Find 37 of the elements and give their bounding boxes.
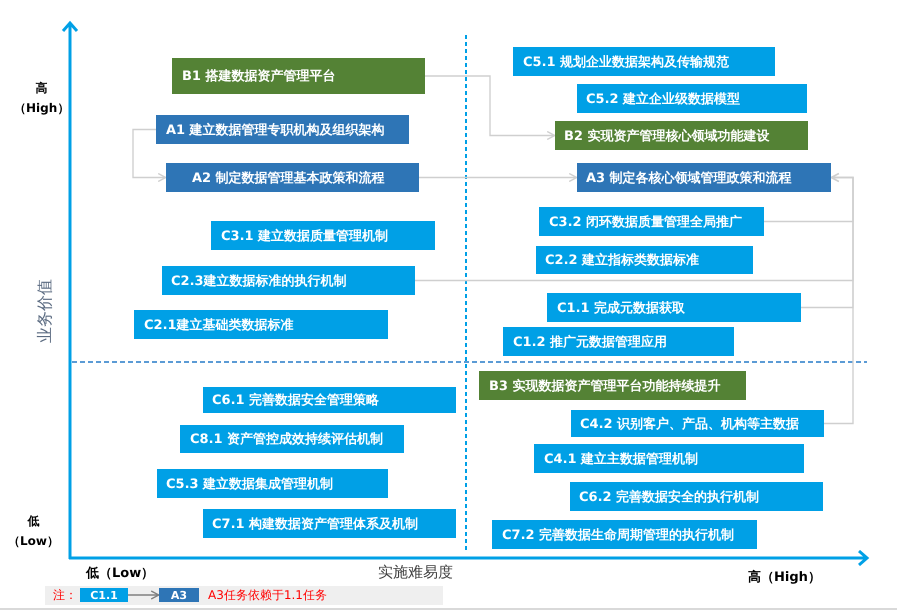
sample-task-box: A3 [159, 588, 199, 602]
axis-tick-label: 低（Low） [8, 513, 59, 550]
connector-arrow [128, 590, 160, 600]
task-box: B1 搭建数据资产管理平台 [172, 58, 425, 94]
task-box: C5.1 规划企业数据架构及传输规范 [513, 47, 775, 76]
task-box: C3.1 建立数据质量管理机制 [211, 221, 435, 250]
task-box: C5.2 建立企业级数据模型 [577, 84, 807, 113]
task-box: B2 实现资产管理核心领域功能建设 [555, 121, 808, 150]
task-box: A1 建立数据管理专职机构及组织架构 [156, 115, 409, 144]
task-box: C2.3建立数据标准的执行机制 [162, 266, 415, 295]
axis-tick-label: 低（Low） [86, 565, 154, 582]
task-box: C3.2 闭环数据质量管理全局推广 [539, 207, 764, 236]
note-label: 注： [53, 588, 77, 603]
task-box: C7.2 完善数据生命周期管理的执行机制 [492, 520, 757, 549]
axis-tick-label: 高（High） [748, 568, 821, 586]
task-box: C6.1 完善数据安全管理策略 [203, 387, 456, 413]
task-box: C6.2 完善数据安全的执行机制 [570, 482, 823, 511]
task-box: B3 实现数据资产管理平台功能持续提升 [479, 371, 746, 400]
connector-arrow [419, 172, 578, 182]
task-box: A3 制定各核心领域管理政策和流程 [577, 163, 831, 192]
note-text: A3任务依赖于1.1任务 [208, 588, 327, 603]
task-box: C2.1建立基础类数据标准 [134, 310, 388, 339]
task-box: C4.1 建立主数据管理机制 [534, 444, 804, 473]
task-box: A2 制定数据管理基本政策和流程 [166, 163, 419, 192]
task-box: C2.2 建立指标类数据标准 [536, 246, 753, 274]
task-box: C1.1 完成元数据获取 [547, 293, 801, 322]
task-box: C8.1 资产管控成效持续评估机制 [180, 425, 404, 453]
connector-arrow [132, 128, 166, 182]
axis-title: 业务价值 [36, 279, 54, 343]
sample-task-box: C1.1 [80, 588, 128, 602]
axis-title: 实施难易度 [378, 563, 453, 582]
task-box: C4.2 识别客户、产品、机构等主数据 [571, 410, 824, 437]
task-box: C5.3 建立数据集成管理机制 [157, 469, 388, 498]
connector-arrow [425, 75, 556, 140]
task-box: C1.2 推广元数据管理应用 [503, 327, 734, 356]
task-box: C7.1 构建数据资产管理体系及机制 [203, 509, 456, 538]
axis-tick-label: 高（High） [14, 80, 70, 117]
